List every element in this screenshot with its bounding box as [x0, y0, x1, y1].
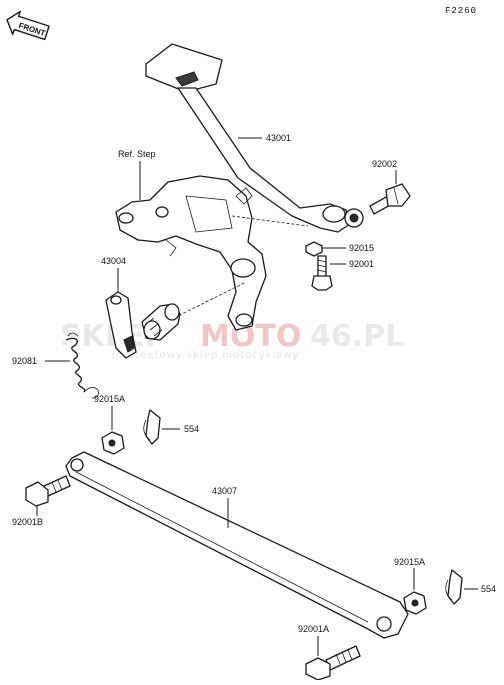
label-92002: 92002 — [372, 159, 397, 169]
clip-554-upper — [143, 409, 161, 445]
label-43004: 43004 — [101, 256, 126, 266]
figure-code: F2260 — [445, 6, 477, 16]
label-92015a-upper: 92015A — [94, 394, 125, 404]
brake-pedal-43001 — [145, 43, 364, 233]
watermark-brand-3: 46.PL — [310, 319, 404, 354]
bolt-92001 — [311, 255, 333, 291]
label-43007: 43007 — [212, 486, 237, 496]
rod-43007 — [65, 451, 409, 639]
lever-arm-43004 — [105, 291, 181, 359]
label-92001b: 92001B — [12, 517, 43, 527]
label-554-lower: 554 — [481, 584, 496, 594]
bolt-92002 — [369, 183, 411, 215]
ref-step-label: Ref. Step — [118, 149, 156, 159]
bolt-92001b — [25, 475, 71, 507]
clip-554-lower — [445, 569, 463, 605]
ref-step-bracket: Ref. Step — [115, 149, 267, 331]
front-arrow-icon: FRONT — [6, 10, 50, 41]
watermark-tagline: internetowy sklep motocyklowy — [112, 350, 300, 361]
label-92015: 92015 — [349, 243, 374, 253]
nut-92015a-upper — [101, 431, 125, 455]
label-92001: 92001 — [349, 259, 374, 269]
spring-92081 — [65, 332, 99, 399]
label-43001: 43001 — [266, 133, 291, 143]
nut-92015a-lower — [403, 591, 427, 615]
nut-92015 — [305, 241, 323, 257]
label-92015a-lower: 92015A — [394, 557, 425, 567]
label-554-upper: 554 — [184, 424, 199, 434]
label-92001a: 92001A — [298, 624, 329, 634]
label-92081: 92081 — [12, 356, 37, 366]
bolt-92001a — [305, 645, 361, 681]
